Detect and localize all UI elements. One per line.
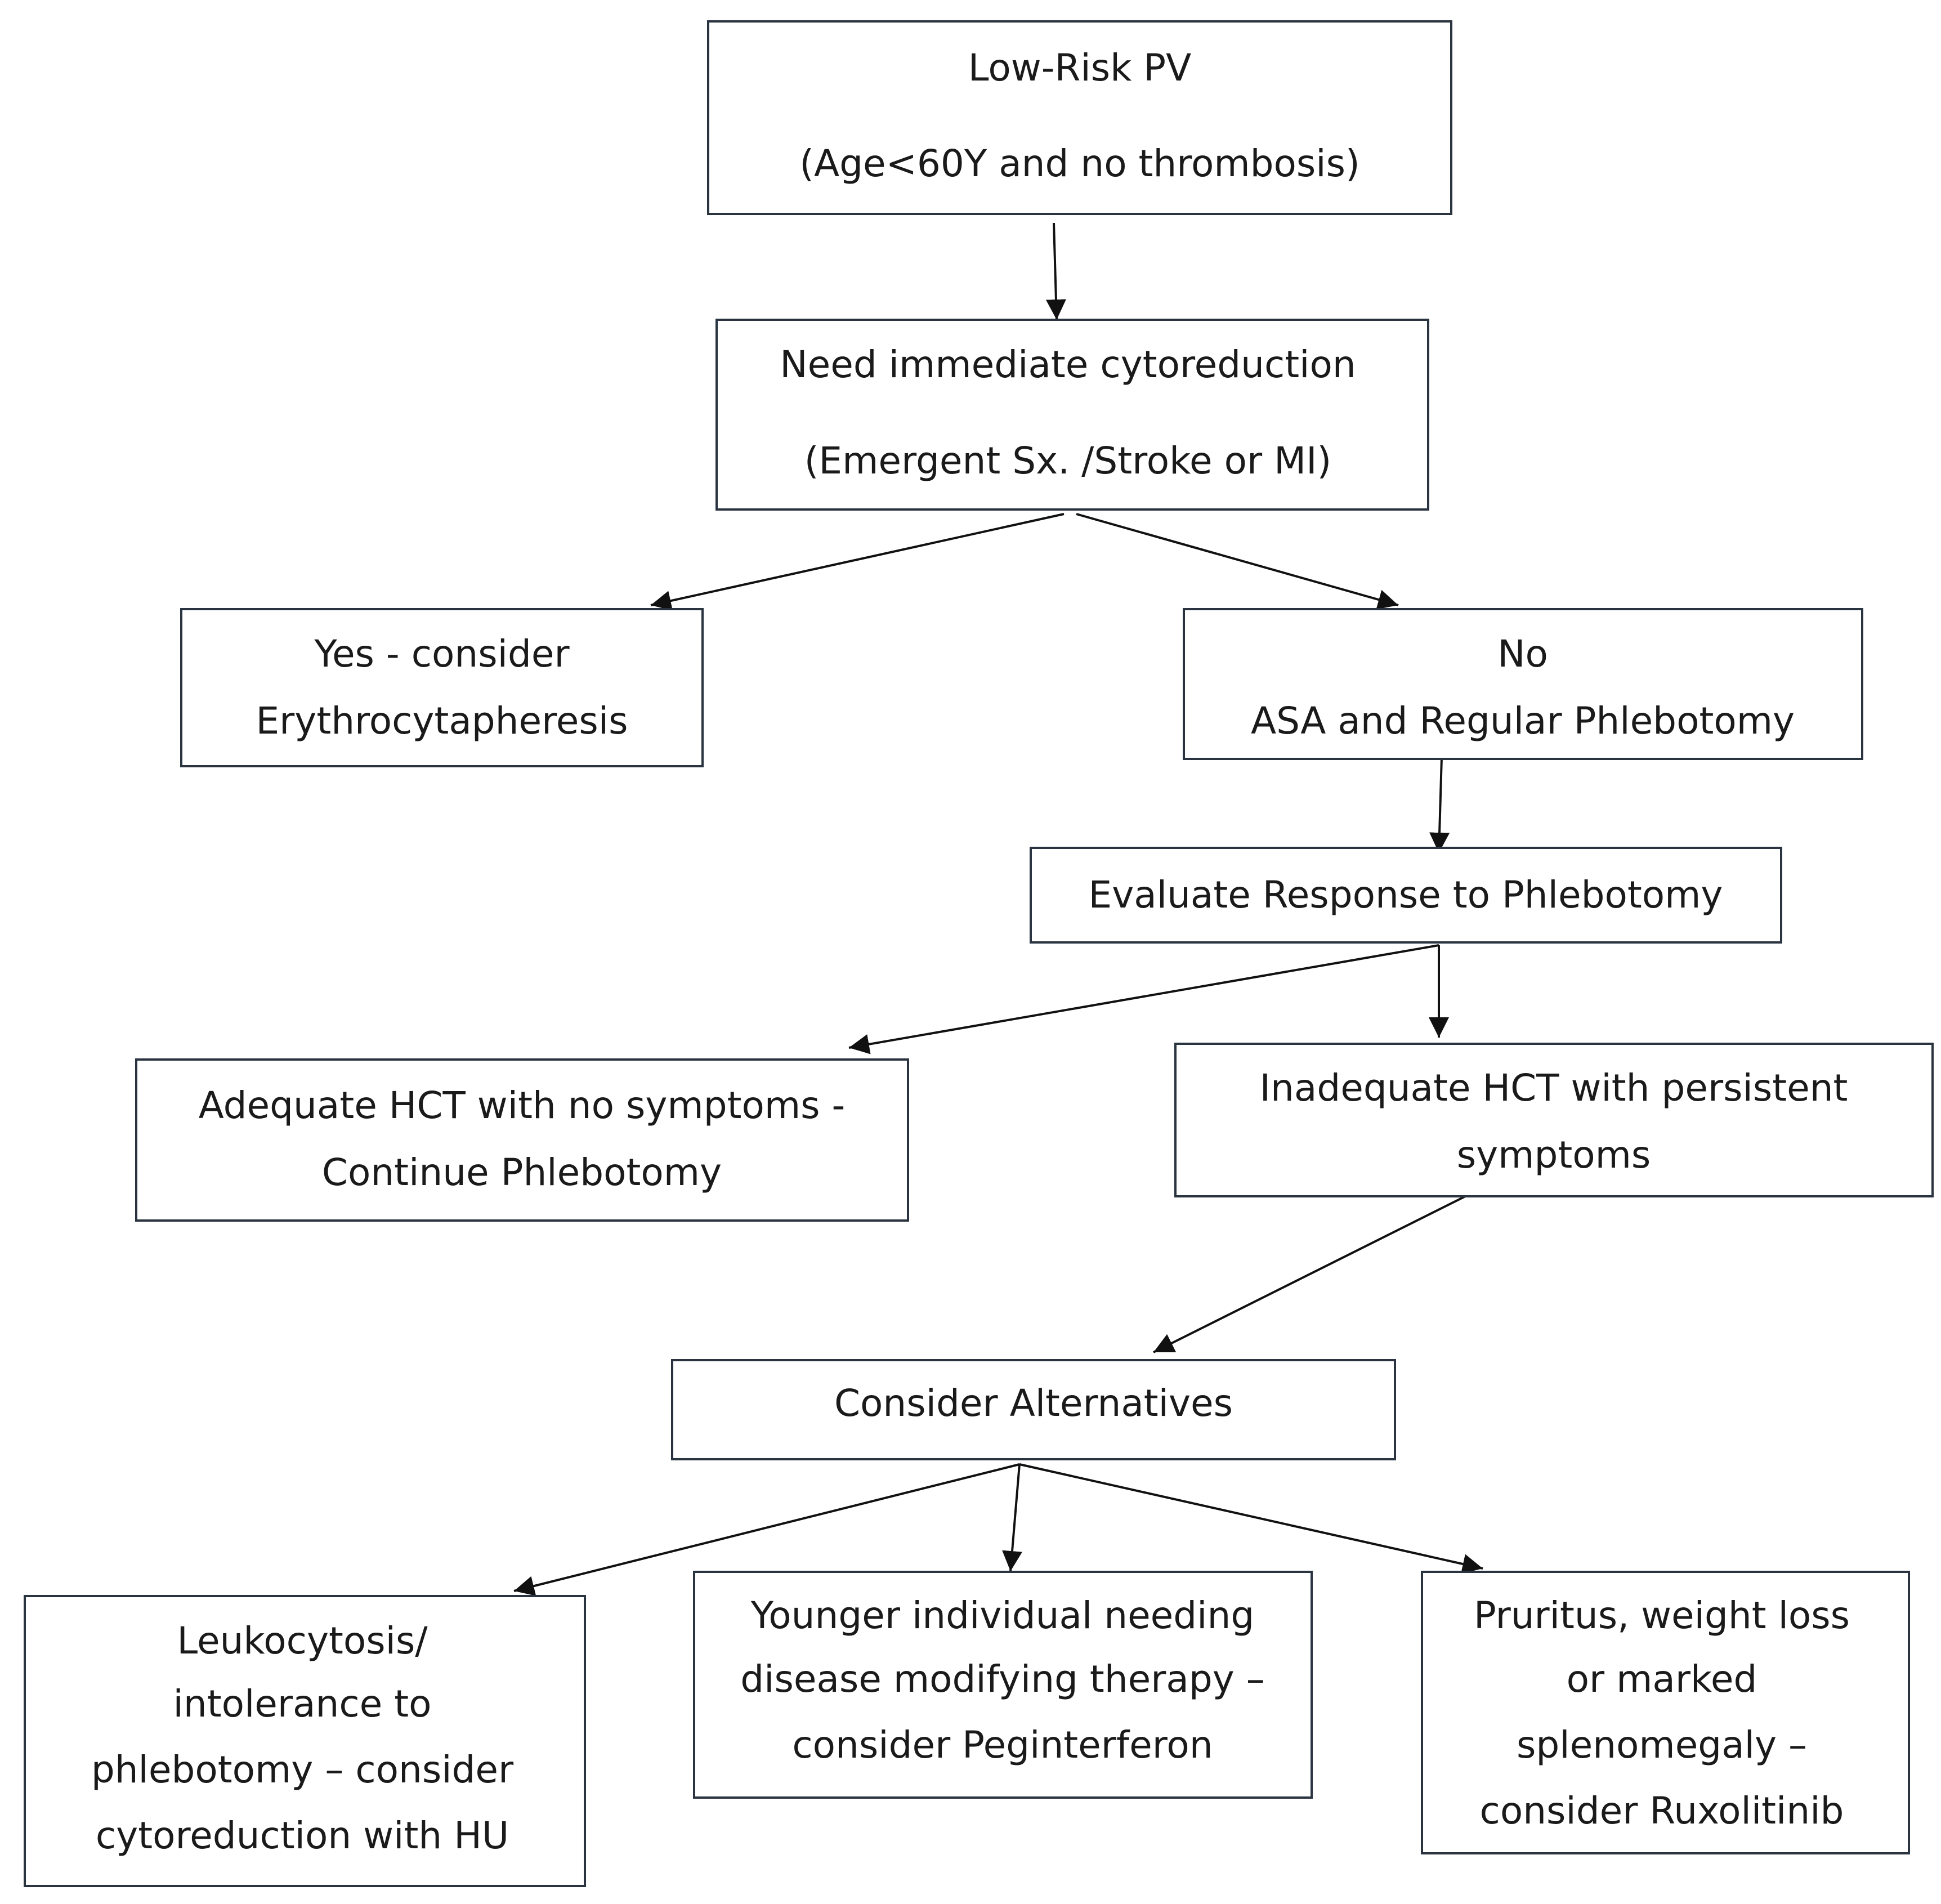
node-leukocytosis-line-3: phlebotomy – consider xyxy=(91,1748,514,1791)
node-younger-line-1: Younger individual needing xyxy=(750,1594,1254,1637)
node-inadequate-hct: Inadequate HCT with persistent symptoms xyxy=(1174,1043,1934,1197)
node-consider-alternatives-label: Consider Alternatives xyxy=(834,1382,1233,1425)
node-inadequate-line-2: symptoms xyxy=(1457,1133,1651,1177)
node-leukocytosis-line-1: Leukocytosis/ xyxy=(177,1619,428,1662)
node-adequate-line-1: Adequate HCT with no symptoms - xyxy=(199,1084,846,1127)
node-leukocytosis-line-2: intolerance to xyxy=(173,1682,432,1726)
node-no-asa-phlebotomy: No ASA and Regular Phlebotomy xyxy=(1183,608,1863,760)
node-yes-erythrocytapheresis: Yes - consider Erythrocytapheresis xyxy=(180,608,704,767)
node-evaluate-response: Evaluate Response to Phlebotomy xyxy=(1030,847,1782,944)
node-low-risk-pv: Low-Risk PV (Age<60Y and no thrombosis) xyxy=(707,20,1452,215)
arrow-immediate-to-no xyxy=(1076,513,1399,610)
arrow-alternatives-to-younger xyxy=(1002,1464,1022,1572)
node-pruritus-ruxolitinib: Pruritus, weight loss or marked splenome… xyxy=(1421,1571,1910,1854)
node-younger-peginterferon: Younger individual needing disease modif… xyxy=(693,1571,1313,1799)
arrow-alternatives-to-pruritus xyxy=(1019,1463,1483,1574)
node-immediate-cytoreduction-criteria: (Emergent Sx. /Stroke or MI) xyxy=(804,439,1332,482)
node-pruritus-line-2: or marked xyxy=(1567,1657,1757,1701)
node-leukocytosis-line-4: cytoreduction with HU xyxy=(96,1814,509,1857)
node-yes-line-2: Erythrocytapheresis xyxy=(256,699,628,743)
node-low-risk-pv-criteria: (Age<60Y and no thrombosis) xyxy=(799,142,1360,185)
arrow-immediate-to-yes xyxy=(650,513,1065,611)
node-low-risk-pv-title: Low-Risk PV xyxy=(968,46,1192,90)
node-consider-alternatives: Consider Alternatives xyxy=(671,1359,1396,1460)
node-immediate-cytoreduction-title: Need immediate cytoreduction xyxy=(780,343,1356,386)
connectors xyxy=(513,222,1483,1596)
node-younger-line-2: disease modifying therapy – xyxy=(740,1657,1265,1701)
arrow-alternatives-to-leukocytosis xyxy=(513,1463,1020,1596)
node-pruritus-line-1: Pruritus, weight loss xyxy=(1474,1594,1850,1637)
arrow-inadequate-to-alternatives xyxy=(1153,1195,1466,1353)
node-pruritus-line-3: splenomegaly – xyxy=(1517,1723,1807,1767)
arrow-no-to-evaluate xyxy=(1429,757,1450,853)
node-younger-line-3: consider Peginterferon xyxy=(792,1723,1213,1767)
node-leukocytosis-hu: Leukocytosis/ intolerance to phlebotomy … xyxy=(24,1595,586,1887)
node-no-line-1: No xyxy=(1497,632,1548,676)
node-evaluate-response-label: Evaluate Response to Phlebotomy xyxy=(1089,873,1723,917)
node-no-line-2: ASA and Regular Phlebotomy xyxy=(1251,699,1795,743)
arrow-lowrisk-to-immediate xyxy=(1045,222,1066,320)
node-yes-line-1: Yes - consider xyxy=(314,632,570,676)
node-pruritus-line-4: consider Ruxolitinib xyxy=(1480,1789,1844,1833)
node-inadequate-line-1: Inadequate HCT with persistent xyxy=(1260,1066,1848,1110)
node-adequate-line-2: Continue Phlebotomy xyxy=(322,1151,722,1194)
arrow-evaluate-to-adequate xyxy=(848,944,1439,1054)
node-immediate-cytoreduction: Need immediate cytoreduction (Emergent S… xyxy=(715,319,1429,511)
node-adequate-hct: Adequate HCT with no symptoms - Continue… xyxy=(135,1058,909,1222)
